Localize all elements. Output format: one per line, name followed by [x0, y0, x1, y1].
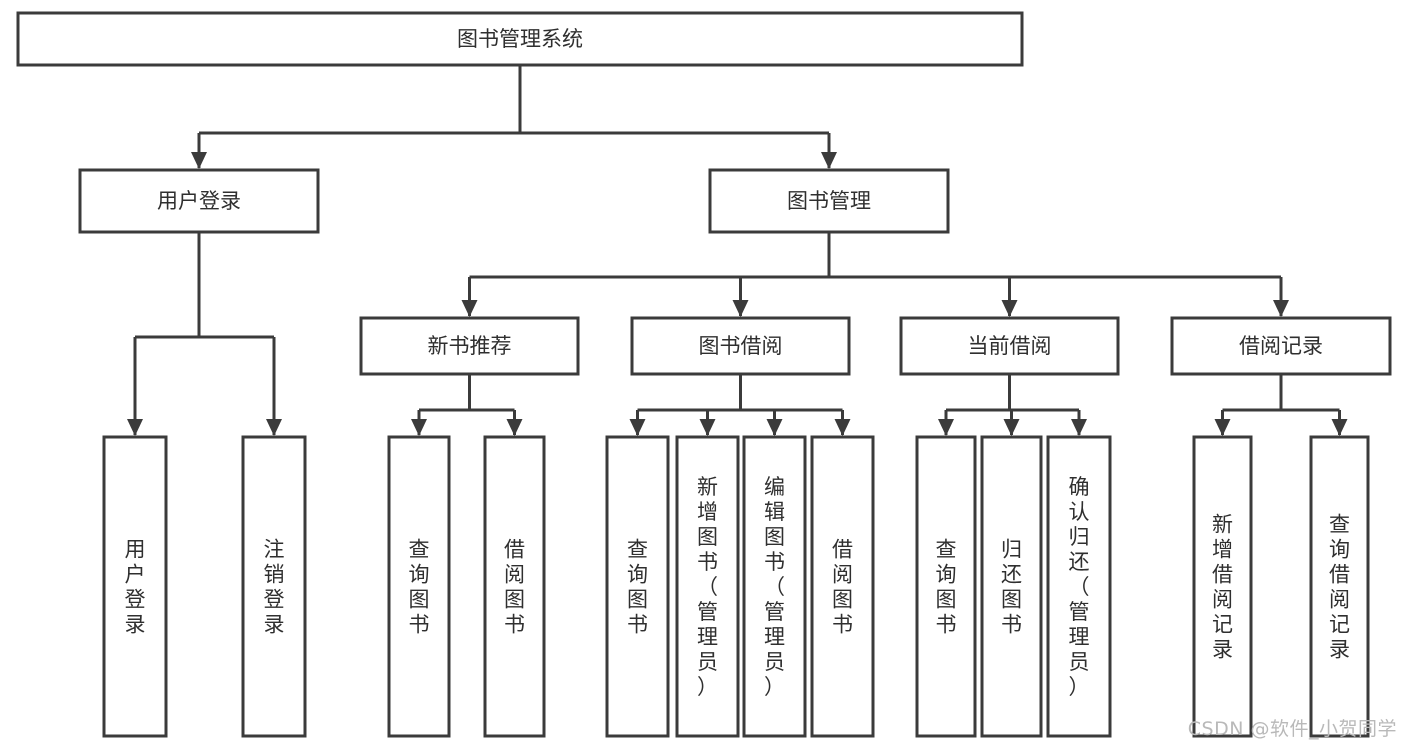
edge-new-book-rec-arrow-0 — [411, 419, 427, 436]
node-leaf-return-book[interactable]: 归还图书 — [980, 435, 1043, 738]
edge-book-borrow-arrow-0 — [629, 419, 646, 436]
node-user-login[interactable]: 用户登录 — [78, 168, 320, 234]
node-leaf-user-logout[interactable]: 注销登录 — [241, 435, 307, 738]
node-book-borrow[interactable]: 图书借阅 — [630, 316, 851, 376]
node-leaf-borrow-book-2[interactable]: 借阅图书 — [810, 435, 875, 738]
node-layer: 图书管理系统用户登录图书管理新书推荐图书借阅当前借阅借阅记录用户登录注销登录查询… — [16, 11, 1392, 738]
node-label-leaf-confirm-return: 确认归还（管理员） — [1069, 475, 1090, 699]
node-box-book-borrow — [630, 316, 851, 376]
node-box-leaf-edit-book — [742, 435, 807, 738]
node-box-leaf-add-record — [1192, 435, 1253, 738]
node-label-leaf-query-book-2: 查询图书 — [627, 538, 648, 637]
node-label-book-manage: 图书管理 — [787, 189, 871, 213]
edge-root-arrow-0 — [191, 152, 207, 169]
node-new-book-rec[interactable]: 新书推荐 — [359, 316, 580, 376]
node-leaf-query-record[interactable]: 查询借阅记录 — [1309, 435, 1370, 738]
edge-book-borrow-arrow-3 — [834, 419, 851, 436]
node-box-leaf-add-book — [675, 435, 740, 738]
node-root[interactable]: 图书管理系统 — [16, 11, 1024, 67]
node-label-leaf-borrow-book-1: 借阅图书 — [504, 538, 525, 637]
node-label-leaf-add-book: 新增图书（管理员） — [697, 475, 718, 699]
node-box-leaf-query-book-1 — [387, 435, 451, 738]
node-box-leaf-confirm-return — [1046, 435, 1112, 738]
edge-root-arrow-1 — [821, 152, 837, 169]
node-label-leaf-user-login: 用户登录 — [125, 538, 146, 637]
node-current-borrow[interactable]: 当前借阅 — [899, 316, 1120, 376]
edge-current-borrow-arrow-2 — [1071, 419, 1087, 436]
node-box-borrow-record — [1170, 316, 1392, 376]
node-leaf-borrow-book-1[interactable]: 借阅图书 — [483, 435, 546, 738]
edge-book-manage-arrow-3 — [1273, 300, 1289, 317]
csdn-watermark: CSDN @软件_小贺同学 — [1187, 718, 1397, 740]
node-box-leaf-user-login — [102, 435, 168, 738]
node-label-borrow-record: 借阅记录 — [1239, 334, 1323, 358]
edge-borrow-record-arrow-1 — [1331, 419, 1348, 436]
node-label-leaf-return-book: 归还图书 — [1001, 538, 1022, 637]
node-box-leaf-borrow-book-1 — [483, 435, 546, 738]
edge-user-login-arrow-0 — [127, 419, 143, 436]
edge-book-borrow-arrow-1 — [699, 419, 716, 436]
node-box-root — [16, 11, 1024, 67]
node-label-current-borrow: 当前借阅 — [968, 334, 1052, 358]
edge-borrow-record-arrow-0 — [1214, 419, 1231, 436]
node-box-leaf-query-record — [1309, 435, 1370, 738]
node-label-leaf-add-record: 新增借阅记录 — [1212, 513, 1233, 662]
edge-user-login-arrow-1 — [266, 419, 282, 436]
node-box-user-login — [78, 168, 320, 234]
node-leaf-query-book-3[interactable]: 查询图书 — [915, 435, 977, 738]
edge-new-book-rec-arrow-1 — [506, 419, 523, 436]
node-box-book-manage — [708, 168, 950, 234]
edge-book-manage-arrow-1 — [732, 300, 749, 317]
node-box-new-book-rec — [359, 316, 580, 376]
edge-book-manage-arrow-0 — [461, 300, 478, 317]
node-book-manage[interactable]: 图书管理 — [708, 168, 950, 234]
node-label-leaf-query-book-3: 查询图书 — [936, 538, 957, 637]
node-label-leaf-query-record: 查询借阅记录 — [1329, 513, 1350, 662]
node-leaf-edit-book[interactable]: 编辑图书（管理员） — [742, 435, 807, 738]
node-label-book-borrow: 图书借阅 — [699, 334, 783, 358]
node-label-leaf-query-book-1: 查询图书 — [409, 538, 430, 637]
node-label-leaf-edit-book: 编辑图书（管理员） — [764, 475, 785, 699]
node-box-current-borrow — [899, 316, 1120, 376]
node-leaf-add-record[interactable]: 新增借阅记录 — [1192, 435, 1253, 738]
node-box-leaf-return-book — [980, 435, 1043, 738]
node-label-new-book-rec: 新书推荐 — [428, 334, 512, 358]
node-label-leaf-borrow-book-2: 借阅图书 — [832, 538, 853, 637]
node-borrow-record[interactable]: 借阅记录 — [1170, 316, 1392, 376]
node-label-leaf-user-logout: 注销登录 — [264, 538, 285, 637]
node-box-leaf-borrow-book-2 — [810, 435, 875, 738]
edge-layer — [127, 65, 1348, 436]
node-label-root: 图书管理系统 — [457, 27, 583, 51]
node-label-user-login: 用户登录 — [157, 189, 241, 213]
node-leaf-user-login[interactable]: 用户登录 — [102, 435, 168, 738]
node-leaf-query-book-2[interactable]: 查询图书 — [605, 435, 670, 738]
node-box-leaf-query-book-3 — [915, 435, 977, 738]
edge-current-borrow-arrow-0 — [938, 419, 954, 436]
node-box-leaf-user-logout — [241, 435, 307, 738]
node-leaf-query-book-1[interactable]: 查询图书 — [387, 435, 451, 738]
edge-book-manage-arrow-2 — [1001, 300, 1018, 317]
node-leaf-add-book[interactable]: 新增图书（管理员） — [675, 435, 740, 738]
edge-book-borrow-arrow-2 — [766, 419, 783, 436]
node-box-leaf-query-book-2 — [605, 435, 670, 738]
edge-current-borrow-arrow-1 — [1003, 419, 1020, 436]
node-leaf-confirm-return[interactable]: 确认归还（管理员） — [1046, 435, 1112, 738]
